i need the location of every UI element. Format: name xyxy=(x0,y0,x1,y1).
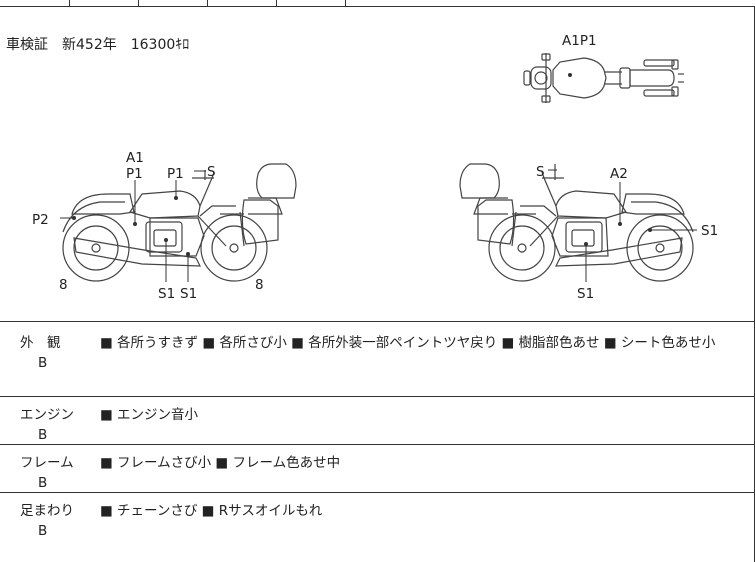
table-row: エンジン B ■ エンジン音小 xyxy=(0,397,755,445)
category-grade: B xyxy=(38,427,48,443)
cell-divider xyxy=(207,0,208,6)
condition-notes: ■ フレームさび小 ■ フレーム色あせ中 xyxy=(100,455,341,471)
top-table-edge xyxy=(0,0,755,7)
damage-label-s: S xyxy=(536,164,545,180)
condition-notes: ■ エンジン音小 xyxy=(100,407,199,423)
damage-label-8: 8 xyxy=(255,277,264,293)
damage-label-s1: S1 xyxy=(577,286,594,302)
top-view-motorcycle xyxy=(523,53,684,103)
top-view-label: A1P1 xyxy=(562,33,597,49)
damage-label-a1: A1 xyxy=(126,150,144,166)
condition-table: 外 観 B ■ 各所うすきず ■ 各所さび小 ■ 各所外装一部ペイントツヤ戻り … xyxy=(0,321,755,562)
cell-divider xyxy=(345,0,346,6)
damage-label-p2: P2 xyxy=(32,212,49,228)
category-name: エンジン xyxy=(20,407,74,423)
damage-label-s1: S1 xyxy=(180,286,197,302)
leader-dots xyxy=(72,73,652,256)
registration-text: 車検証 新452年 16300ｷﾛ xyxy=(6,37,190,53)
table-row: 足まわり B ■ チェーンさび ■ Rサスオイルもれ xyxy=(0,493,755,562)
table-row: 外 観 B ■ 各所うすきず ■ 各所さび小 ■ 各所外装一部ペイントツヤ戻り … xyxy=(0,322,755,397)
damage-label-p1: P1 xyxy=(167,166,184,182)
damage-label-p1: P1 xyxy=(126,166,143,182)
condition-notes: ■ チェーンさび ■ Rサスオイルもれ xyxy=(100,503,323,519)
cell-divider xyxy=(276,0,277,6)
leader-lines xyxy=(60,169,697,282)
category-name: 外 観 xyxy=(20,335,61,351)
damage-label-8: 8 xyxy=(59,277,68,293)
cell-divider xyxy=(138,0,139,6)
category-grade: B xyxy=(38,523,48,539)
category-name: 足まわり xyxy=(20,503,74,519)
damage-label-s: S xyxy=(207,164,216,180)
left-side-motorcycle xyxy=(62,163,297,282)
motorcycle-diagrams: A1P1 A1 P1 P1 S P2 8 8 S1 S1 S A2 S1 S1 xyxy=(32,33,718,302)
category-name: フレーム xyxy=(20,455,74,471)
damage-label-s1: S1 xyxy=(701,223,718,239)
cell-divider xyxy=(69,0,70,6)
condition-notes: ■ 各所うすきず ■ 各所さび小 ■ 各所外装一部ペイントツヤ戻り ■ 樹脂部色… xyxy=(100,335,716,351)
damage-label-s1: S1 xyxy=(158,286,175,302)
category-grade: B xyxy=(38,355,48,371)
right-side-motorcycle xyxy=(459,163,694,282)
damage-label-a2: A2 xyxy=(610,166,628,182)
category-grade: B xyxy=(38,475,48,491)
table-row: フレーム B ■ フレームさび小 ■ フレーム色あせ中 xyxy=(0,445,755,493)
